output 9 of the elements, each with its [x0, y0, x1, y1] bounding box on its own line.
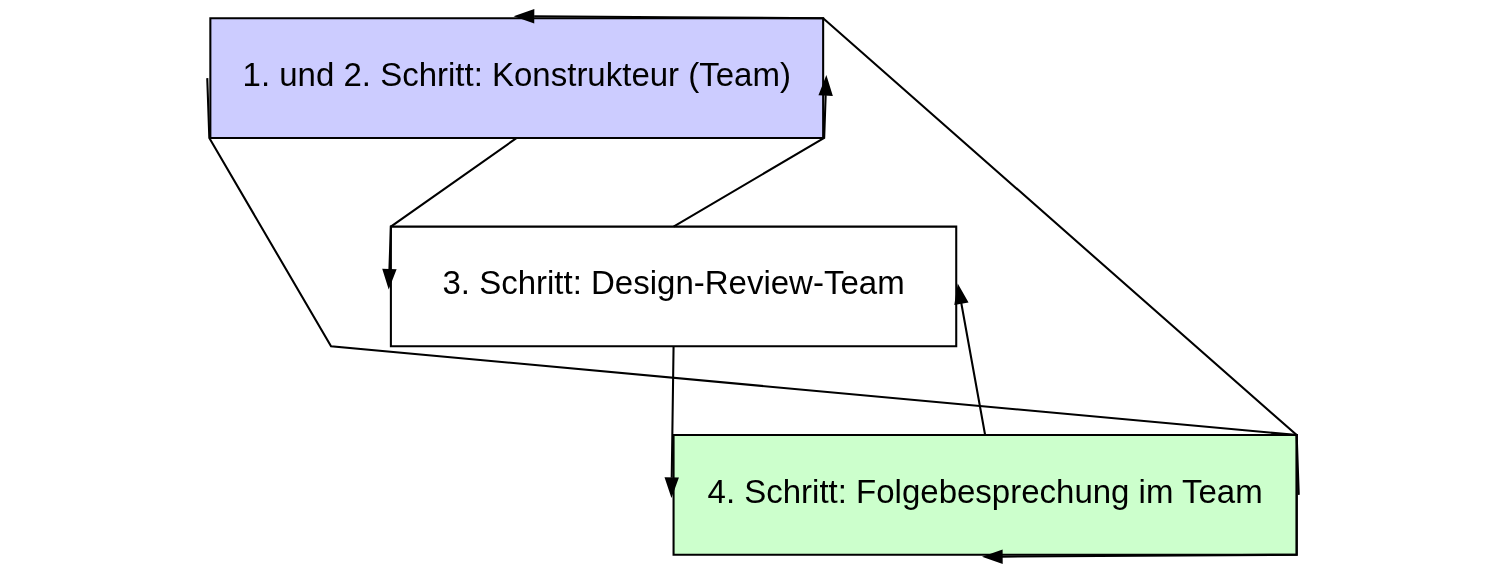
node-box: 3. Schritt: Design-Review-Team: [389, 225, 958, 348]
node-box: 1. und 2. Schritt: Konstrukteur (Team): [209, 17, 825, 139]
arrow: [513, 9, 1300, 495]
arrow: [206, 78, 1298, 564]
arrow: [673, 74, 833, 228]
node-box: 4. Schritt: Folgebesprechung im Team: [672, 434, 1298, 556]
arrow: [954, 283, 987, 436]
arrow: [664, 346, 679, 498]
arrow: [382, 137, 518, 290]
